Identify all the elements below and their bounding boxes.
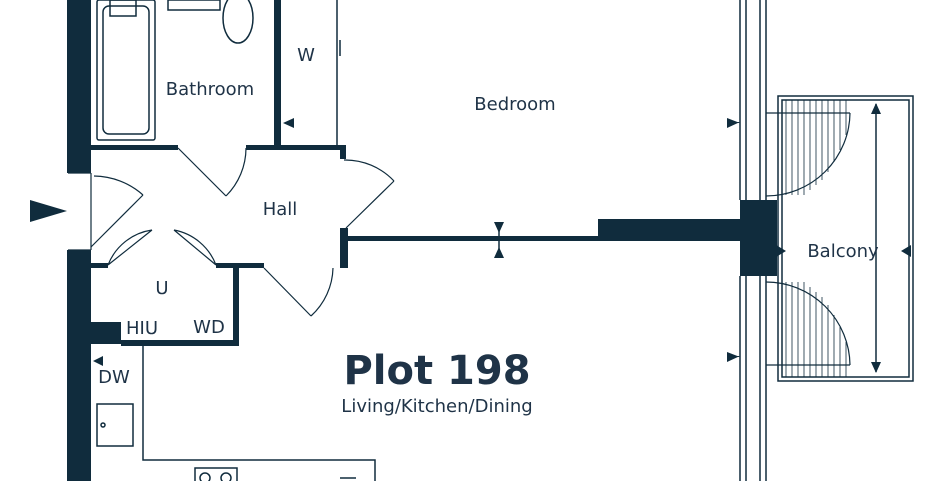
bathroom-door-leaf	[177, 147, 227, 197]
plot-title: Plot 198	[343, 348, 530, 394]
left-outer-wall-lower	[67, 250, 91, 481]
bedroom-bottom-thin-wall	[346, 236, 598, 241]
balcony-column	[740, 200, 777, 276]
basin	[167, 0, 221, 11]
utility-label: U	[155, 278, 168, 299]
balcony-outline	[777, 95, 914, 382]
bathroom-fixtures	[96, 0, 254, 141]
dishwasher-label: DW	[98, 367, 130, 388]
bathroom-bottom-wall	[91, 145, 178, 150]
internal-walls	[91, 145, 598, 346]
utility-bottom-wall	[121, 340, 239, 346]
plot-subtitle: Living/Kitchen/Dining	[341, 396, 532, 417]
utility-top-wall-left	[91, 263, 108, 268]
doors	[68, 147, 395, 317]
hob	[194, 467, 238, 481]
hiu-block	[91, 322, 121, 344]
kitchen-fixtures	[96, 346, 376, 481]
entrance-arrow-icon	[30, 200, 67, 222]
washer-dryer-label: WD	[193, 317, 225, 338]
entrance-door-leaf	[90, 194, 144, 248]
hall-right-jamb-top	[340, 145, 346, 159]
bedroom-door-leaf	[345, 180, 395, 229]
balcony-hatch-lower	[785, 282, 847, 377]
balcony-label: Balcony	[807, 241, 879, 262]
hall-top-wall	[246, 145, 346, 150]
bedroom-living-wall	[598, 219, 743, 241]
utility-top-wall-right	[216, 263, 264, 268]
living-door-leaf	[263, 267, 312, 317]
bathtub	[96, 0, 156, 141]
balcony	[765, 95, 914, 382]
utility-door-right	[173, 229, 217, 266]
dishwasher	[96, 403, 134, 447]
utility-door-left	[107, 229, 153, 266]
utility-right-wall	[233, 263, 239, 346]
kitchen-counter	[142, 346, 376, 481]
hall-label: Hall	[263, 199, 298, 220]
hall-right-jamb-bottom	[340, 228, 348, 268]
markers	[30, 40, 740, 366]
bedroom-label: Bedroom	[474, 94, 555, 115]
glazing-right	[336, 0, 767, 481]
toilet	[222, 0, 254, 44]
bathroom-label: Bathroom	[166, 79, 254, 100]
hiu-label: HIU	[126, 318, 158, 339]
structural-walls	[67, 0, 777, 481]
left-outer-wall-upper	[67, 0, 91, 173]
balcony-hatch-upper	[785, 100, 847, 195]
labels: Bathroom W Bedroom Hall U HIU WD DW Balc…	[98, 45, 879, 417]
bathroom-partition	[274, 0, 281, 145]
wardrobe-label: W	[297, 45, 315, 66]
